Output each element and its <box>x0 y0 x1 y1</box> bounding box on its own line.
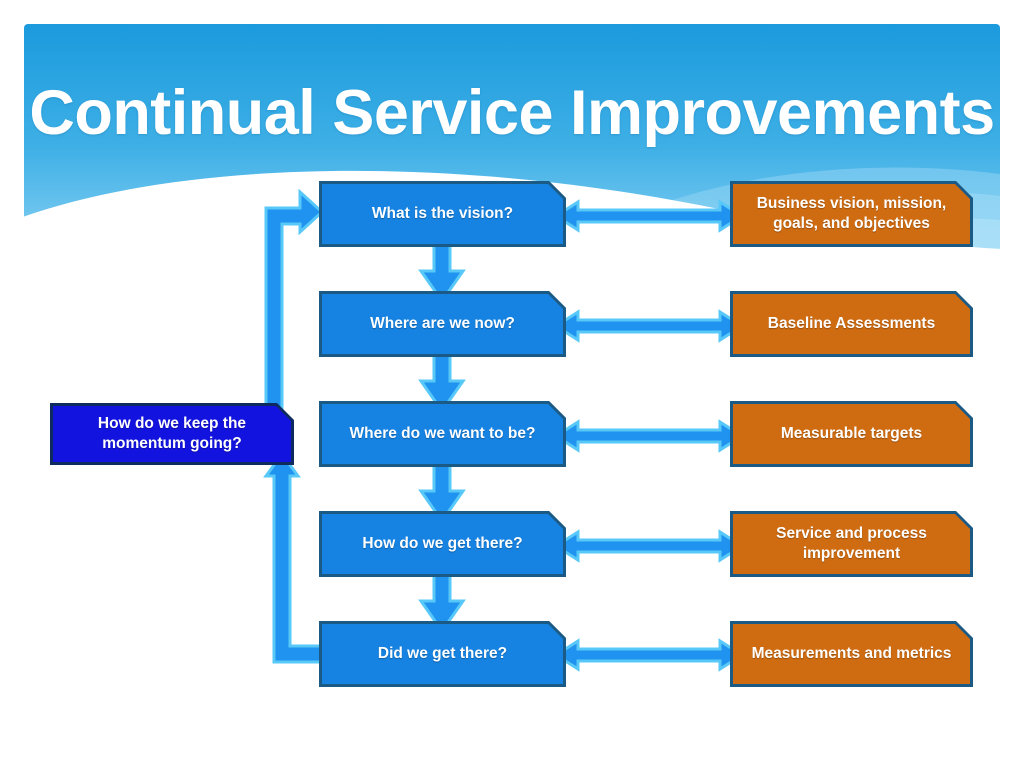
feedback-box-momentum[interactable]: How do we keep the momentum going? <box>50 403 294 465</box>
double-headed-arrow-want <box>553 419 745 453</box>
process-box-want[interactable]: Where do we want to be? <box>319 401 566 467</box>
process-box-did[interactable]: Did we get there? <box>319 621 566 687</box>
feedback-arrow-to-vision <box>264 188 325 422</box>
process-box-vision[interactable]: What is the vision? <box>319 181 566 247</box>
output-box-vision-label: Business vision, mission, goals, and obj… <box>756 195 947 232</box>
output-box-want-label: Measurable targets <box>780 425 923 443</box>
double-headed-arrow-did <box>553 638 745 672</box>
process-box-now-label: Where are we now? <box>370 315 515 333</box>
output-box-now-label: Baseline Assessments <box>767 315 936 333</box>
process-box-get[interactable]: How do we get there? <box>319 511 566 577</box>
process-box-did-label: Did we get there? <box>377 645 508 663</box>
down-arrow-now-to-want <box>418 351 466 414</box>
page-title: Continual Service Improvements <box>29 78 995 148</box>
double-headed-arrow-get <box>553 529 745 563</box>
double-headed-arrow-now <box>553 309 745 343</box>
down-arrow-get-to-did <box>418 571 466 634</box>
double-headed-arrow-vision <box>553 199 745 233</box>
down-arrow-want-to-get <box>418 461 466 524</box>
output-box-want[interactable]: Measurable targets <box>730 401 973 467</box>
output-box-now[interactable]: Baseline Assessments <box>730 291 973 357</box>
output-box-did-label: Measurements and metrics <box>751 645 952 663</box>
process-box-want-label: Where do we want to be? <box>349 425 536 443</box>
output-box-get-label: Service and process improvement <box>776 525 927 562</box>
process-box-get-label: How do we get there? <box>362 535 523 553</box>
down-arrow-vision-to-now <box>418 241 466 304</box>
feedback-box-momentum-label: How do we keep the momentum going? <box>97 415 247 452</box>
output-box-get[interactable]: Service and process improvement <box>730 511 973 577</box>
process-box-vision-label: What is the vision? <box>371 205 514 223</box>
output-box-vision[interactable]: Business vision, mission, goals, and obj… <box>730 181 973 247</box>
process-box-now[interactable]: Where are we now? <box>319 291 566 357</box>
output-box-did[interactable]: Measurements and metrics <box>730 621 973 687</box>
